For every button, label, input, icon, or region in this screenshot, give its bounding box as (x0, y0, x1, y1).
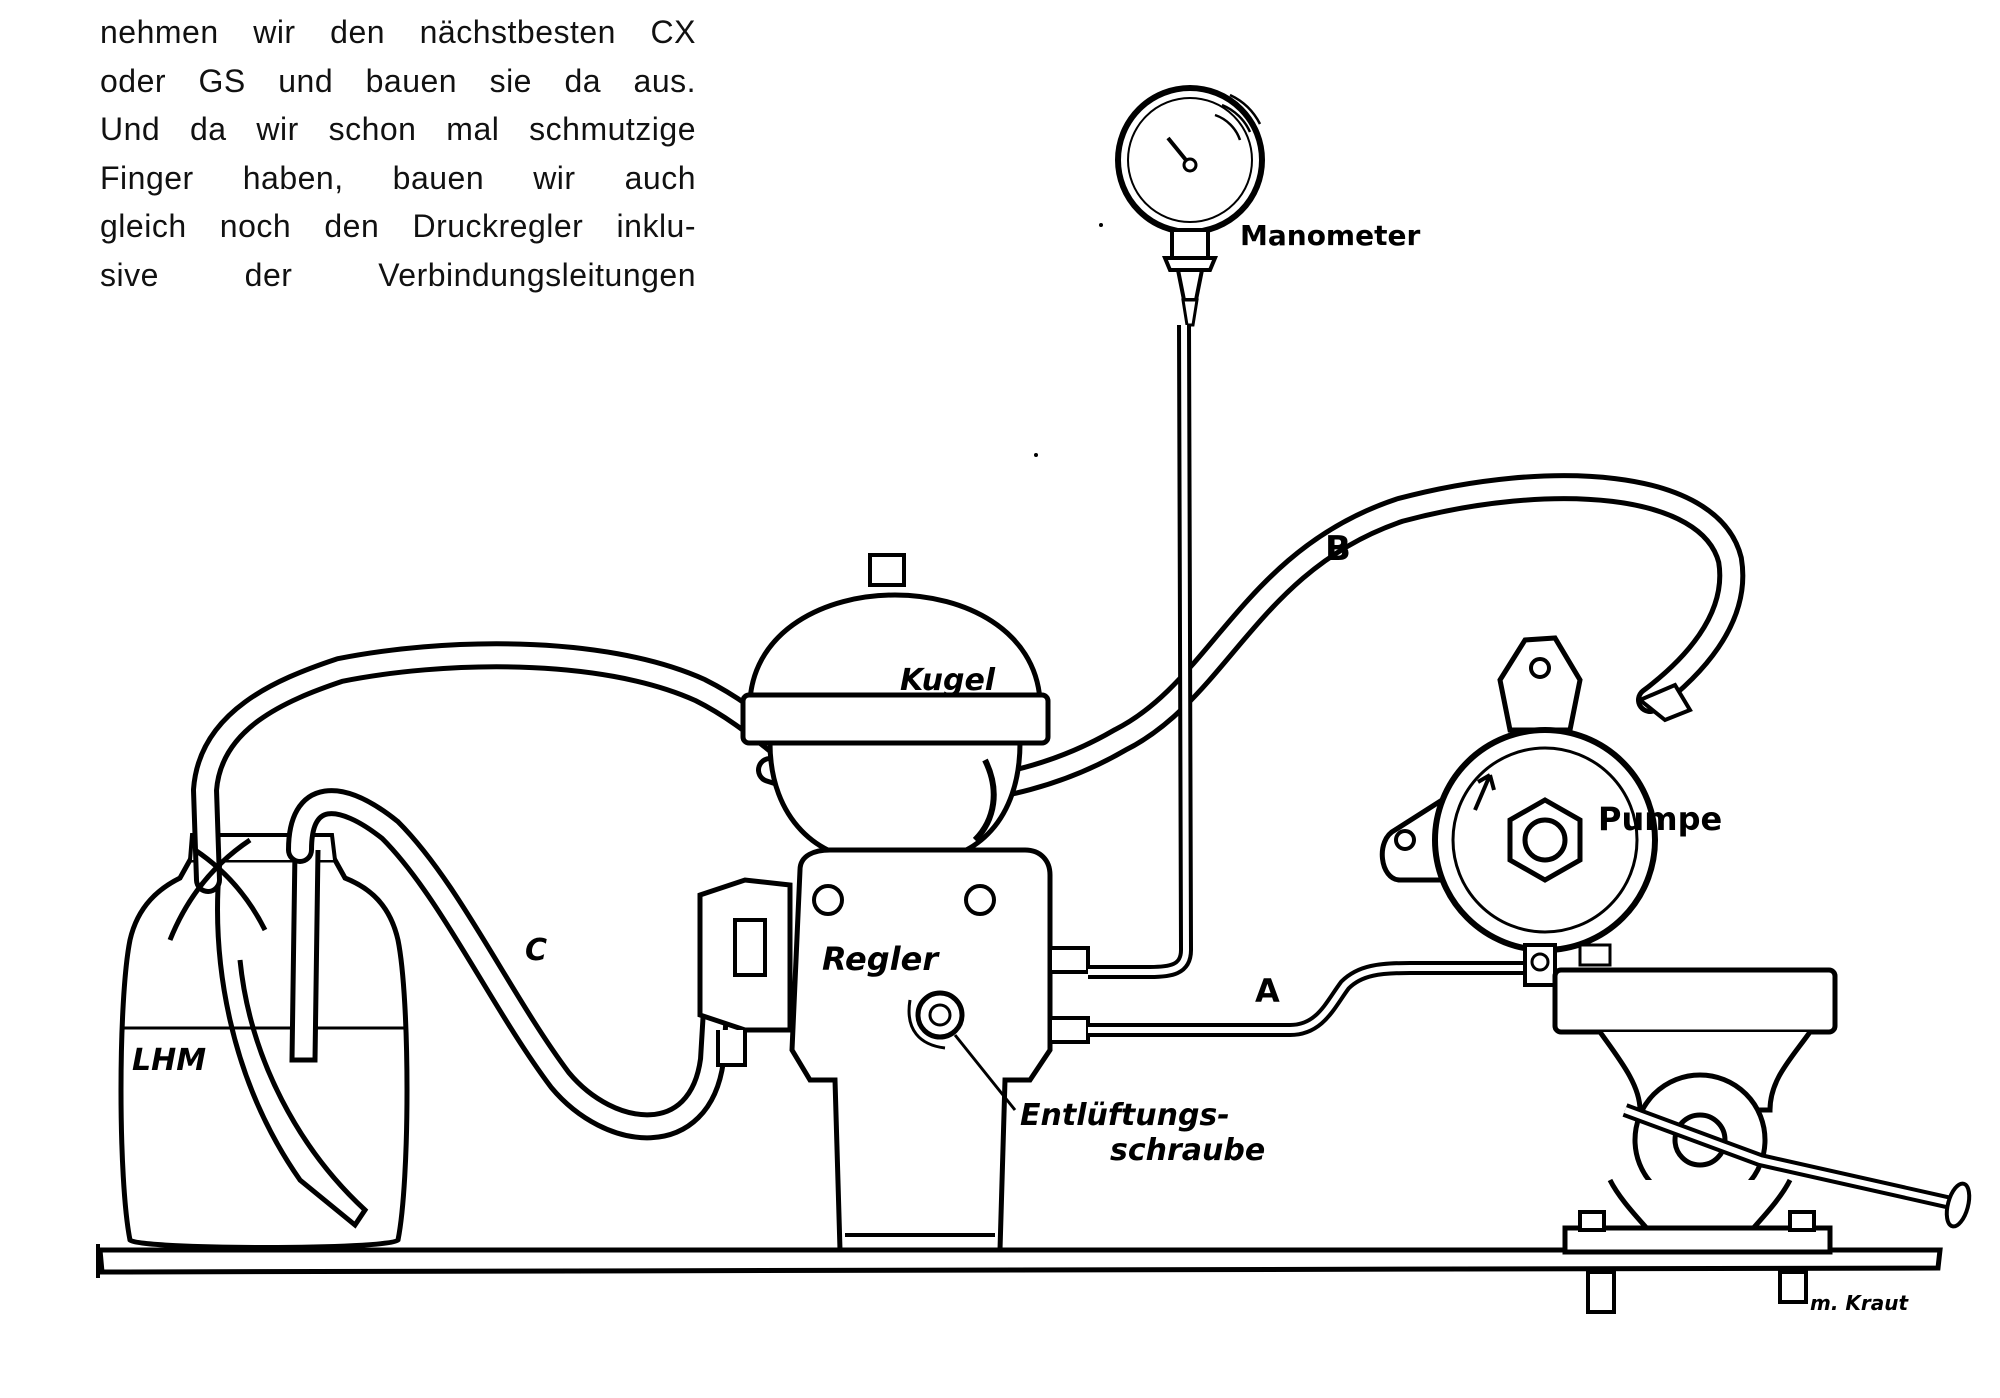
line-a (1088, 961, 1530, 1037)
stray-mark-1 (1099, 223, 1103, 227)
base-board (96, 1244, 1943, 1278)
pumpe (1379, 635, 1693, 987)
body-text: nehmen wir den nächstbesten CX oder GS u… (100, 8, 696, 299)
text-line-4: Finger haben, bauen wir auch (100, 159, 696, 196)
regler-label: Regler (822, 940, 940, 978)
line-a-label: A (1255, 972, 1280, 1010)
text-line-1: nehmen wir den nächstbesten CX (100, 14, 696, 50)
hose-c (286, 788, 729, 1141)
signature: m. Kraut (1810, 1291, 1909, 1315)
lhm-label: LHM (132, 1043, 206, 1078)
manometer-gauge (1088, 85, 1265, 979)
regler-body (697, 847, 1090, 1253)
lhm-jar (118, 833, 410, 1250)
entluftung-label-1: Entlüftungs- (1020, 1098, 1230, 1133)
stray-mark-2 (1034, 453, 1038, 457)
text-line-5: gleich noch den Druckregler inklu- (100, 208, 696, 244)
pumpe-label: Pumpe (1598, 800, 1722, 838)
hose-c-label: C (525, 933, 547, 968)
entluftung-leader (953, 1034, 1017, 1111)
vise-stand (1552, 967, 1972, 1314)
entluftung-label-2: schraube (1110, 1133, 1265, 1168)
kugel-sphere (740, 553, 1051, 863)
hose-b-label: B (1325, 529, 1351, 569)
text-line-6: sive der Verbindungsleitungen (100, 256, 696, 293)
kugel-label: Kugel (900, 663, 996, 698)
text-line-3: Und da wir schon mal schmutzige (100, 111, 696, 147)
manometer-label: Manometer (1240, 219, 1420, 252)
text-line-2: oder GS und bauen sie da aus. (100, 62, 696, 99)
